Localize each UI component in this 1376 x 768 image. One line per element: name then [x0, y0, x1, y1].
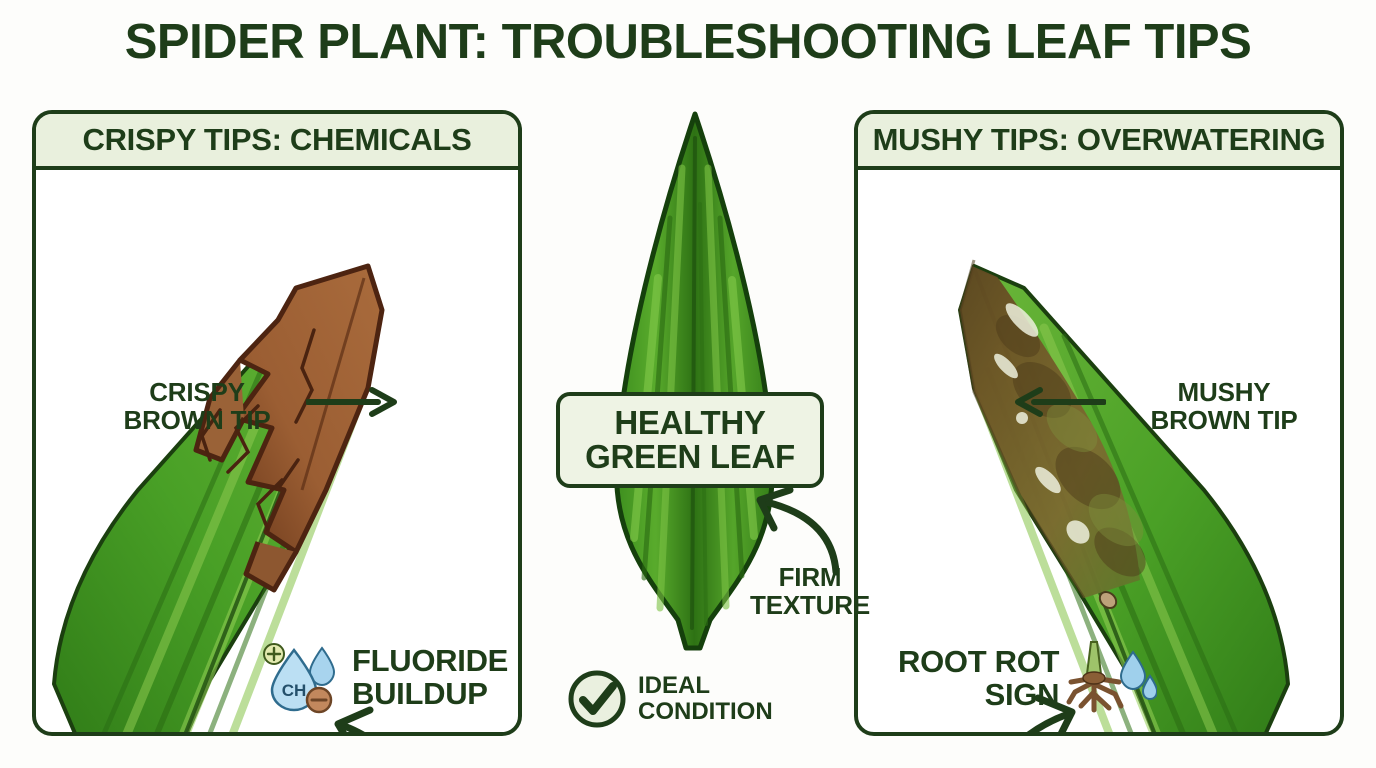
root-rot-sign-block: ROOT ROT SIGN — [898, 640, 1158, 718]
crispy-leaf-illustration — [52, 263, 385, 732]
check-circle-icon — [568, 670, 626, 728]
root-rot-water-icon — [1066, 641, 1158, 713]
mushy-tip-label-line1: MUSHY — [1177, 377, 1271, 407]
crispy-tip-label: CRISPY BROWN TIP — [102, 378, 292, 434]
firm-texture-arrow-icon — [756, 488, 840, 576]
healthy-leaf-label-line2: GREEN LEAF — [585, 438, 795, 475]
panel-mushy-header-label: MUSHY TIPS: OVERWATERING — [872, 122, 1326, 157]
fluoride-buildup-block: CH FLUORIDE BUILDUP — [262, 640, 508, 716]
firm-texture-label-line2: TEXTURE — [750, 590, 870, 621]
curved-arrow-up-right-icon — [1026, 694, 1076, 732]
panel-mushy-header: MUSHY TIPS: OVERWATERING — [858, 114, 1340, 170]
crispy-brown-tip — [193, 263, 385, 593]
healthy-leaf-label: HEALTHY GREEN LEAF — [556, 392, 824, 488]
ideal-condition-text: IDEAL CONDITION — [638, 673, 773, 725]
fluoride-buildup-text: FLUORIDE BUILDUP — [352, 645, 508, 710]
fluoride-buildup-line1: FLUORIDE — [352, 643, 509, 679]
healthy-leaf-label-line1: HEALTHY — [614, 403, 766, 441]
ideal-condition-block: IDEAL CONDITION — [566, 668, 773, 730]
page-title: SPIDER PLANT: TROUBLESHOOTING LEAF TIPS — [124, 15, 1252, 69]
mushy-rot-zone — [960, 266, 1146, 609]
fluoride-buildup-line2: BUILDUP — [352, 676, 488, 711]
chemical-formula-text: CH — [282, 681, 307, 700]
root-rot-sign-line2: SIGN — [984, 677, 1060, 712]
root-rot-sign-text: ROOT ROT SIGN — [898, 644, 1060, 712]
panel-crispy-header-label: CRISPY TIPS: CHEMICALS — [82, 122, 472, 157]
arrow-left-icon — [1015, 387, 1106, 417]
curved-arrow-up-left-icon — [334, 706, 374, 732]
water-droplet-chemical-icon: CH — [263, 643, 336, 714]
panel-crispy-body: CRISPY BROWN TIP — [36, 170, 518, 732]
firm-texture-label-line1: FIRM — [778, 562, 842, 592]
panel-mushy-tips: MUSHY TIPS: OVERWATERING — [854, 110, 1344, 736]
ideal-condition-line1: IDEAL — [638, 672, 710, 700]
ideal-condition-line2: CONDITION — [638, 698, 773, 725]
panel-crispy-tips: CRISPY TIPS: CHEMICALS — [32, 110, 522, 736]
crispy-tip-label-line1: CRISPY — [149, 377, 245, 407]
crispy-tip-label-line2: BROWN TIP — [123, 405, 271, 436]
mushy-tip-label: MUSHY BROWN TIP — [1124, 378, 1324, 434]
mushy-tip-label-line2: BROWN TIP — [1150, 405, 1298, 436]
root-rot-sign-line1: ROOT ROT — [898, 644, 1060, 680]
firm-texture-label: FIRM TEXTURE — [740, 563, 880, 619]
arrow-right-icon — [306, 387, 397, 417]
panel-crispy-header: CRISPY TIPS: CHEMICALS — [36, 114, 518, 170]
